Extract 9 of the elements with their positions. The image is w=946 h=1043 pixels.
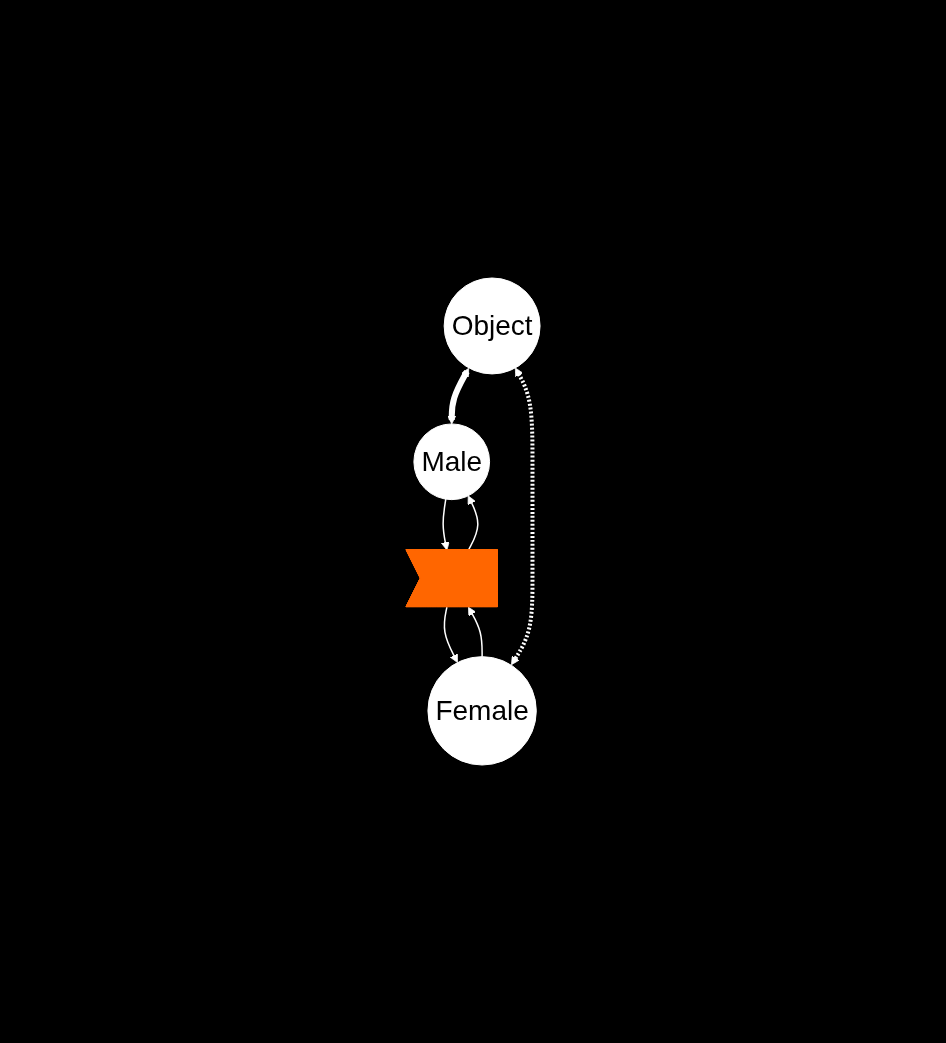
- arrow: [447, 367, 470, 425]
- arrow: [440, 498, 450, 551]
- node-circle: Object: [443, 277, 541, 375]
- node-circle: Female: [427, 656, 537, 766]
- arrow: [467, 495, 479, 551]
- arrow: [443, 606, 458, 663]
- node-circle: Male: [413, 423, 491, 501]
- arrow: [510, 367, 535, 666]
- arrow: [467, 606, 483, 658]
